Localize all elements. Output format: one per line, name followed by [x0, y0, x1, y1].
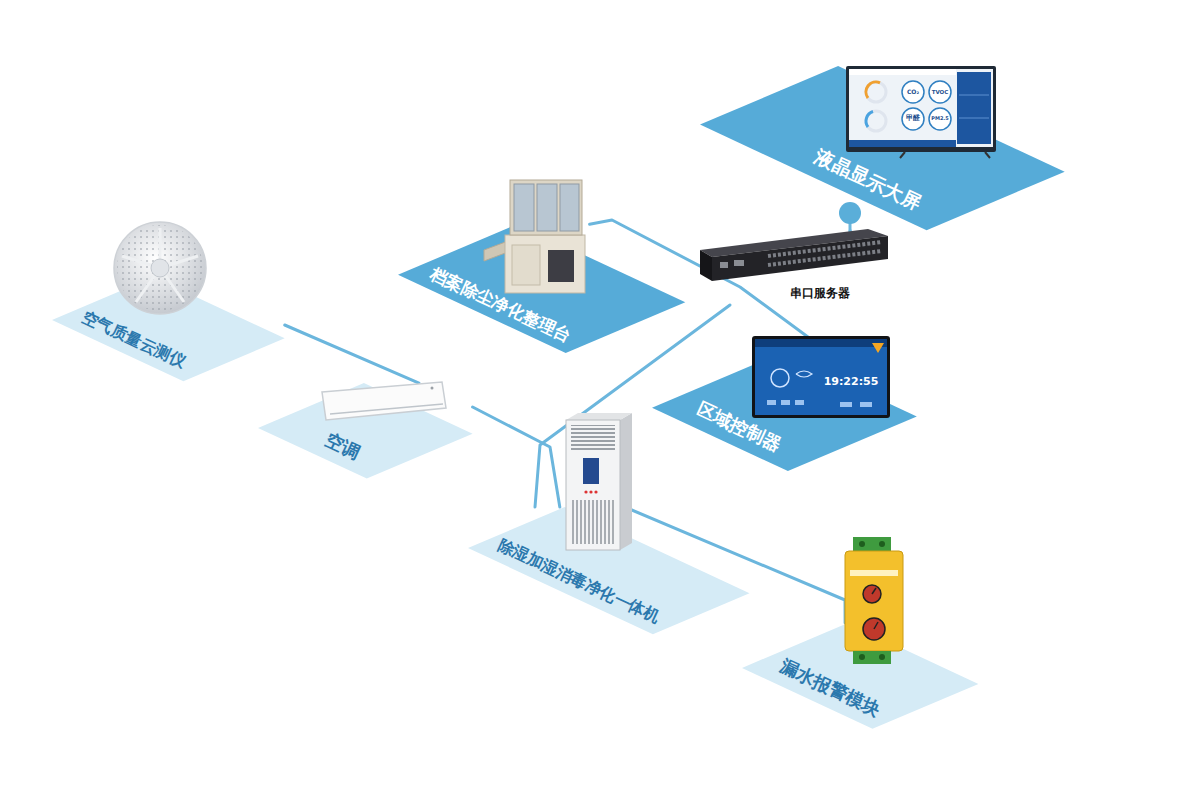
archive-desk [484, 180, 585, 293]
dehumidifier-cabinet [566, 413, 632, 550]
area-controller [752, 336, 890, 418]
screen-text: 19:22:55 [824, 376, 879, 388]
screen-text: TVOC [932, 89, 949, 95]
link-line [473, 407, 560, 507]
node-label: 串口服务器 [788, 287, 852, 301]
link-line [285, 325, 419, 383]
screen-text: CO₂ [907, 89, 919, 96]
leak-alarm-module [845, 537, 903, 664]
tile-outline [398, 224, 685, 353]
serial-server [700, 229, 888, 281]
air-sensor [114, 222, 206, 314]
air-conditioner [322, 382, 446, 420]
screen-text: PM2.5 [931, 116, 949, 122]
tile-outline [700, 66, 1065, 230]
screen-text: 甲醛 [906, 115, 920, 122]
lcd-screen [846, 66, 996, 158]
